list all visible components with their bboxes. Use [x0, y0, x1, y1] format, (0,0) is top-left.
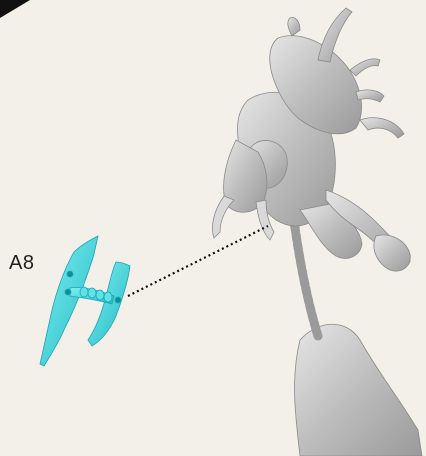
- assembly-leader-line: [128, 226, 268, 296]
- model-base: [295, 324, 422, 456]
- miniature-model: [212, 8, 422, 456]
- model-back-claw: [360, 118, 404, 138]
- part-a8-claw: [40, 236, 130, 366]
- model-boot: [374, 235, 410, 271]
- model-claw-left: [212, 196, 234, 238]
